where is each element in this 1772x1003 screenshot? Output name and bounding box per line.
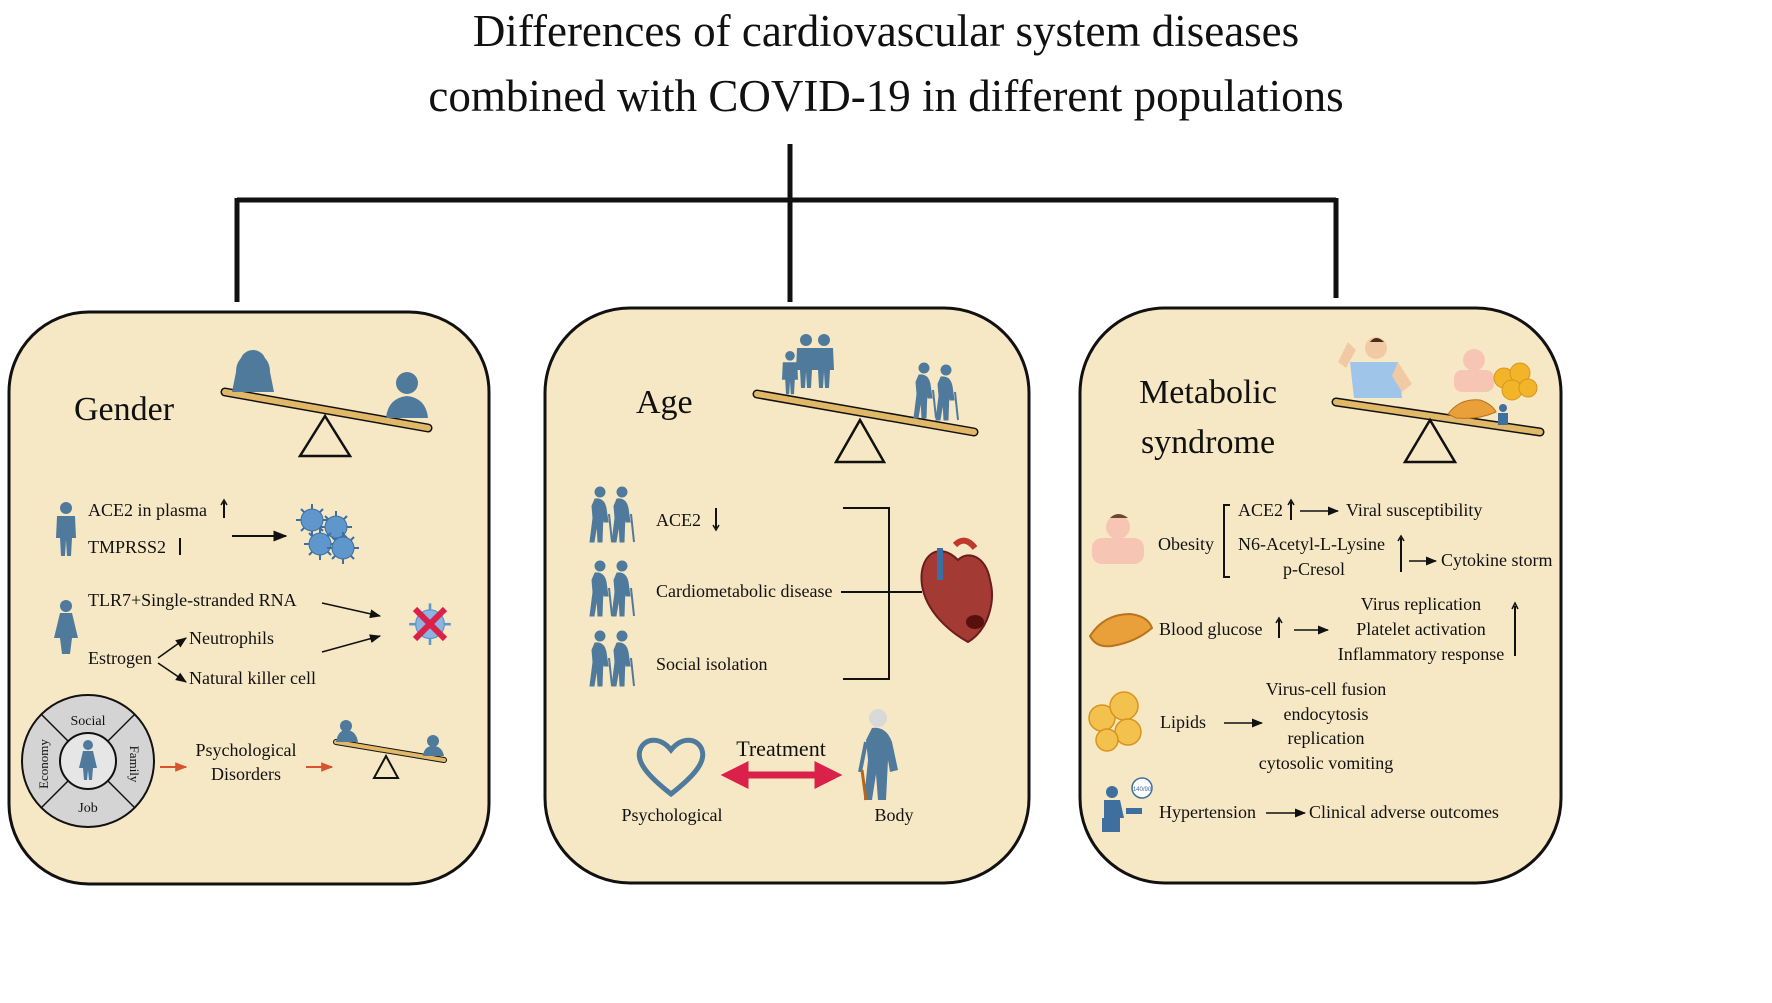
obesity-label: Obesity	[1158, 534, 1214, 554]
gender-balance-scale	[220, 350, 433, 458]
inflammatory-response-label: Inflammatory response	[1338, 644, 1504, 664]
wheel-economy-label: Economy	[36, 739, 51, 789]
title-line-2: combined with COVID-19 in different popu…	[428, 71, 1343, 121]
psych-disorders-line1: Psychological	[196, 740, 297, 760]
social-factors-wheel: Social Job Economy Family	[21, 694, 155, 828]
wheel-job-label: Job	[78, 801, 97, 816]
blood-glucose-label: Blood glucose	[1159, 619, 1263, 639]
cytosolic-vomiting-label: cytosolic vomiting	[1259, 753, 1394, 773]
female-bust-icon	[232, 350, 274, 392]
heart-organ-icon	[920, 537, 993, 644]
age-panel	[543, 306, 1031, 885]
pancreas-icon	[1447, 399, 1497, 419]
hypertension-icon	[1498, 404, 1508, 425]
estrogen-label: Estrogen	[88, 648, 152, 668]
obesity-ace2-label: ACE2	[1238, 500, 1283, 520]
hypertension-label: Hypertension	[1159, 802, 1256, 822]
psychological-label: Psychological	[622, 805, 723, 825]
bp-reading: 140/90	[1133, 787, 1152, 793]
virus-cell-fusion-label: Virus-cell fusion	[1266, 679, 1386, 699]
p-cresol-label: p-Cresol	[1283, 559, 1345, 579]
clinical-outcomes-label: Clinical adverse outcomes	[1309, 802, 1499, 822]
body-label: Body	[874, 805, 913, 825]
female-person-icon	[54, 600, 78, 654]
tmprss2-label: TMPRSS2	[88, 537, 166, 557]
title-line-1: Differences of cardiovascular system dis…	[473, 6, 1299, 56]
heart-outline-icon	[636, 737, 706, 798]
metabolic-balance-scale	[1331, 337, 1545, 464]
connector-tree	[234, 144, 1339, 302]
elderly-man-icon	[858, 709, 898, 801]
cardiometabolic-label: Cardiometabolic disease	[656, 581, 832, 601]
nk-cell-label: Natural killer cell	[189, 668, 316, 688]
metabolic-panel	[1078, 306, 1563, 885]
hypertension-icon: 140/90	[1102, 777, 1153, 832]
psych-disorders-line2: Disorders	[211, 764, 281, 784]
viral-susceptibility-label: Viral susceptibility	[1346, 500, 1482, 520]
n6-acetyl-label: N6-Acetyl-L-Lysine	[1238, 534, 1385, 554]
metabolic-heading-line1: Metabolic	[1139, 374, 1277, 411]
age-balance-scale	[752, 334, 979, 464]
ace2-plasma-label: ACE2 in plasma	[88, 500, 207, 520]
small-balance-scale	[333, 720, 447, 779]
obese-child-icon	[1092, 514, 1144, 564]
gender-heading: Gender	[74, 391, 175, 428]
social-isolation-label: Social isolation	[656, 654, 768, 674]
platelet-activation-label: Platelet activation	[1356, 619, 1485, 639]
metabolic-heading-line2: syndrome	[1141, 424, 1275, 461]
fat-cells-icon	[1493, 362, 1538, 401]
endocytosis-label: endocytosis	[1284, 704, 1369, 724]
fat-cells-icon	[1088, 691, 1142, 752]
virus-blocked-icon	[407, 602, 453, 647]
treatment-label: Treatment	[736, 736, 826, 761]
pancreas-icon	[1088, 612, 1154, 648]
wheel-social-label: Social	[71, 714, 106, 729]
strong-man-icon	[1338, 337, 1412, 398]
cytokine-storm-label: Cytokine storm	[1441, 550, 1553, 570]
age-bracket	[841, 507, 922, 680]
male-bust-icon	[386, 372, 428, 418]
obese-person-icon	[1454, 349, 1494, 392]
virus-replication-label: Virus replication	[1361, 594, 1481, 614]
age-ace2-label: ACE2	[656, 510, 701, 530]
neutrophils-label: Neutrophils	[189, 628, 274, 648]
tlr7-label: TLR7+Single-stranded RNA	[88, 590, 297, 610]
wheel-family-label: Family	[127, 746, 142, 783]
age-heading: Age	[636, 384, 693, 421]
lipids-label: Lipids	[1160, 712, 1206, 732]
woman-icon	[79, 740, 97, 780]
replication-label: replication	[1288, 728, 1365, 748]
